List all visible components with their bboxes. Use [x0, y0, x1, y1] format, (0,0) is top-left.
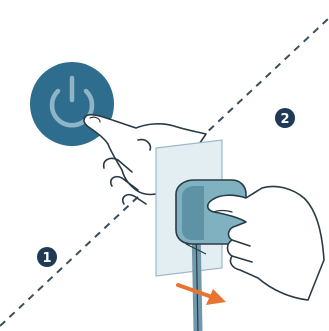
step-number-2: 2	[280, 112, 289, 127]
step-badge-2: 2	[275, 108, 295, 128]
step-badge-1: 1	[37, 247, 57, 267]
pull-arrow-icon	[178, 285, 226, 305]
step-number-1: 1	[42, 251, 51, 266]
